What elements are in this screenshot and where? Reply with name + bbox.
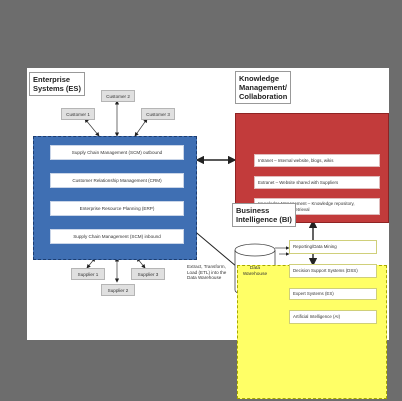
reporting-data-mining: Reporting/Data Mining xyxy=(289,240,377,254)
business-intelligence-title: Business Intelligence (BI) xyxy=(232,203,296,227)
intranet-item: Intranet – Internal website, blogs, wiki… xyxy=(254,154,380,167)
customer-1: Customer 1 xyxy=(61,108,95,120)
decision-support-systems: Decision Support Systems (DSS) xyxy=(289,264,377,278)
etl-note: Extract, Transform, Load (ETL) into the … xyxy=(187,264,227,280)
artificial-intelligence: Artificial Intelligence (AI) xyxy=(289,310,377,324)
knowledge-management-box: Intranet – Internal website, blogs, wiki… xyxy=(235,113,389,223)
data-warehouse-label: Data Warehouse xyxy=(237,266,273,278)
expert-systems: Expert Systems (ES) xyxy=(289,288,377,300)
arrow-customer1 xyxy=(84,118,100,137)
supplier-1: Supplier 1 xyxy=(71,268,105,280)
enterprise-systems-box: Supply Chain Management (SCM) outbound C… xyxy=(33,136,197,260)
crm: Customer Relationship Management (CRM) xyxy=(50,173,184,188)
image-frame: Enterprise Systems (ES) Customer 2 Custo… xyxy=(5,5,397,399)
customer-2: Customer 2 xyxy=(101,90,135,102)
diagram-canvas: Enterprise Systems (ES) Customer 2 Custo… xyxy=(27,68,389,399)
knowledge-management-title: Knowledge Management/ Collaboration xyxy=(235,71,292,104)
supplier-3: Supplier 3 xyxy=(131,268,165,280)
erp: Enterprise Resource Planning (ERP) xyxy=(50,201,184,216)
scm-outbound: Supply Chain Management (SCM) outbound xyxy=(50,145,184,160)
extranet-item: Extranet – Website shared with Suppliers xyxy=(254,176,380,189)
data-warehouse-text: Data Warehouse xyxy=(242,266,268,277)
arrow-customer3 xyxy=(134,118,148,137)
supplier-2: Supplier 2 xyxy=(101,284,135,296)
business-intelligence-box xyxy=(237,265,387,399)
enterprise-systems-title: Enterprise Systems (ES) xyxy=(29,72,85,96)
customer-3: Customer 3 xyxy=(141,108,175,120)
scm-inbound: Supply Chain Management (SCM) inbound xyxy=(50,229,184,244)
